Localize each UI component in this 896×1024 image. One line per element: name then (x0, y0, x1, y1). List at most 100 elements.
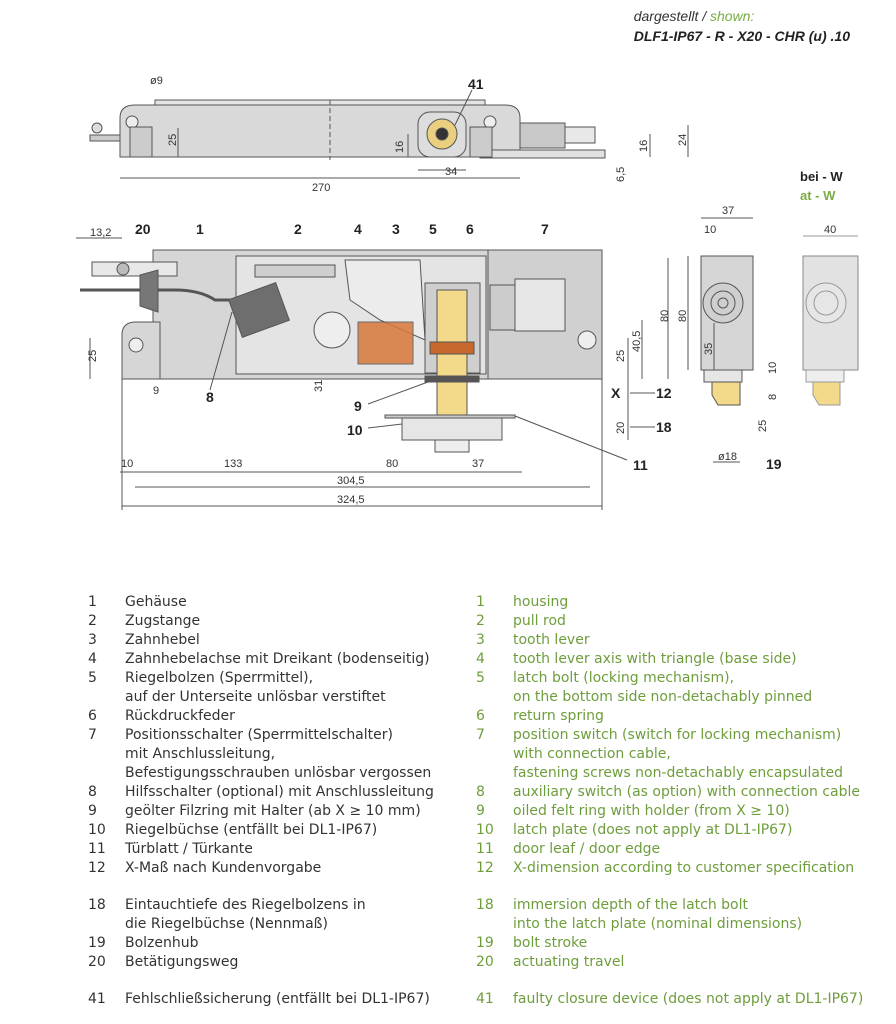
legend-text: geölter Filzring mit Halter (ab X ≥ 10 m… (125, 803, 421, 819)
callout-41: 41 (468, 76, 484, 92)
top-switch-body (519, 122, 566, 149)
side-view: 37 10 80 35 10 8 25 ø18 19 (677, 205, 782, 472)
copper-lever (357, 321, 414, 365)
mounting-hole (128, 337, 144, 353)
dim-25: 25 (757, 420, 769, 432)
legend-item: 10 latch plate (does not apply at DL1-IP6… (476, 821, 863, 840)
legend-item: die Riegelbüchse (Nennmaß) (88, 915, 434, 934)
legend-text: housing (513, 594, 569, 610)
legend-item: fastening screws non-detachably encapsul… (476, 764, 863, 783)
callout-10: 10 (347, 422, 363, 438)
internal-cable (140, 288, 240, 302)
legend-number: 2 (88, 613, 97, 629)
legend-text: immersion depth of the latch bolt (513, 897, 748, 913)
legend-item: 12 X-Maß nach Kundenvorgabe (88, 859, 434, 878)
legend-text: position switch (switch for locking mech… (513, 727, 842, 743)
legend-text: Bolzenhub (125, 935, 199, 951)
legend-text: latch plate (does not apply at DL1-IP67) (513, 822, 793, 838)
legend-item: 7 position switch (switch for locking mec… (476, 726, 863, 745)
dim-10b: 10 (767, 362, 779, 374)
legend-number (88, 764, 125, 783)
legend-item: 2 Zugstange (88, 612, 434, 631)
top-cover-strip (154, 99, 486, 106)
legend-text: auf der Unterseite unlösbar verstiftet (125, 689, 386, 705)
variant-label-de: bei - W (800, 169, 843, 184)
top-pullrod-knob (91, 122, 103, 134)
callout-9: 9 (354, 398, 362, 414)
legend-text: tooth lever axis with triangle (base sid… (513, 651, 797, 667)
legend-number: 41 (476, 991, 494, 1007)
dim-80: 80 (386, 458, 398, 470)
legend-text: Rückdruckfeder (125, 708, 235, 724)
dim-25: 25 (87, 350, 99, 362)
callout-11: 11 (633, 457, 648, 473)
dim-10: 10 (121, 458, 133, 470)
legend-spacer (88, 972, 434, 990)
legend-number (88, 745, 125, 764)
dim-13-2: 13,2 (90, 227, 111, 239)
legend-number: 1 (88, 594, 97, 610)
legend-number: 19 (476, 935, 494, 951)
legend-text: tooth lever (513, 632, 590, 648)
legend-number: 2 (476, 613, 485, 629)
model-header: dargestellt / shown: DLF1-IP67 - R - X20… (634, 6, 850, 46)
dim-35: 35 (703, 343, 715, 355)
legend-text: auxiliary switch (as option) with connec… (513, 784, 860, 800)
callout-18: 18 (656, 419, 672, 435)
callout-4: 4 (354, 221, 362, 237)
legend-item: 12 X-dimension according to customer spec… (476, 859, 863, 878)
legend-number (476, 688, 513, 707)
legend-text: Zugstange (125, 613, 201, 629)
dim-8: 8 (767, 394, 779, 400)
legend-text: die Riegelbüchse (Nennmaß) (125, 916, 328, 932)
legend-item: auf der Unterseite unlösbar verstiftet (88, 688, 434, 707)
legend-number: 12 (88, 860, 106, 876)
cable-gland (139, 269, 159, 313)
side-w-latch-bolt (812, 381, 841, 406)
legend-number: 12 (476, 860, 494, 876)
dim-324-5: 324,5 (337, 494, 365, 506)
pull-rod-eye (116, 262, 130, 276)
legend-number: 5 (88, 670, 97, 686)
legend-number: 19 (88, 935, 106, 951)
legend-number: 9 (476, 803, 485, 819)
dim-40: 40 (824, 224, 836, 236)
legend-text: Zahnhebel (125, 632, 200, 648)
leader-line (454, 89, 473, 126)
dim-31: 31 (313, 380, 325, 392)
legend-item: with connection cable, (476, 745, 863, 764)
legend-number: 7 (476, 727, 485, 743)
legend-number (88, 915, 125, 934)
legend-number: 6 (476, 708, 485, 724)
legend-text: Riegelbüchse (entfällt bei DL1-IP67) (125, 822, 378, 838)
legend-text: latch bolt (locking mechanism), (513, 670, 735, 686)
side-bellows (702, 282, 744, 324)
legend-text: on the bottom side non-detachably pinned (513, 689, 813, 705)
side-base (703, 369, 743, 383)
callout-x: X (611, 385, 621, 401)
legend-text: X-dimension according to customer specif… (513, 860, 855, 876)
dim-40-5: 40,5 (631, 331, 643, 352)
callout-5: 5 (429, 221, 437, 237)
shown-en: shown: (710, 8, 755, 24)
legend-text: X-Maß nach Kundenvorgabe (125, 860, 322, 876)
legend-number: 1 (476, 594, 485, 610)
legend-item: 1 housing (476, 593, 863, 612)
shown-de: dargestellt (633, 8, 699, 24)
legend-number: 10 (476, 822, 494, 838)
top-mounting-hole (483, 115, 497, 129)
top-mounting-hole (125, 115, 139, 129)
